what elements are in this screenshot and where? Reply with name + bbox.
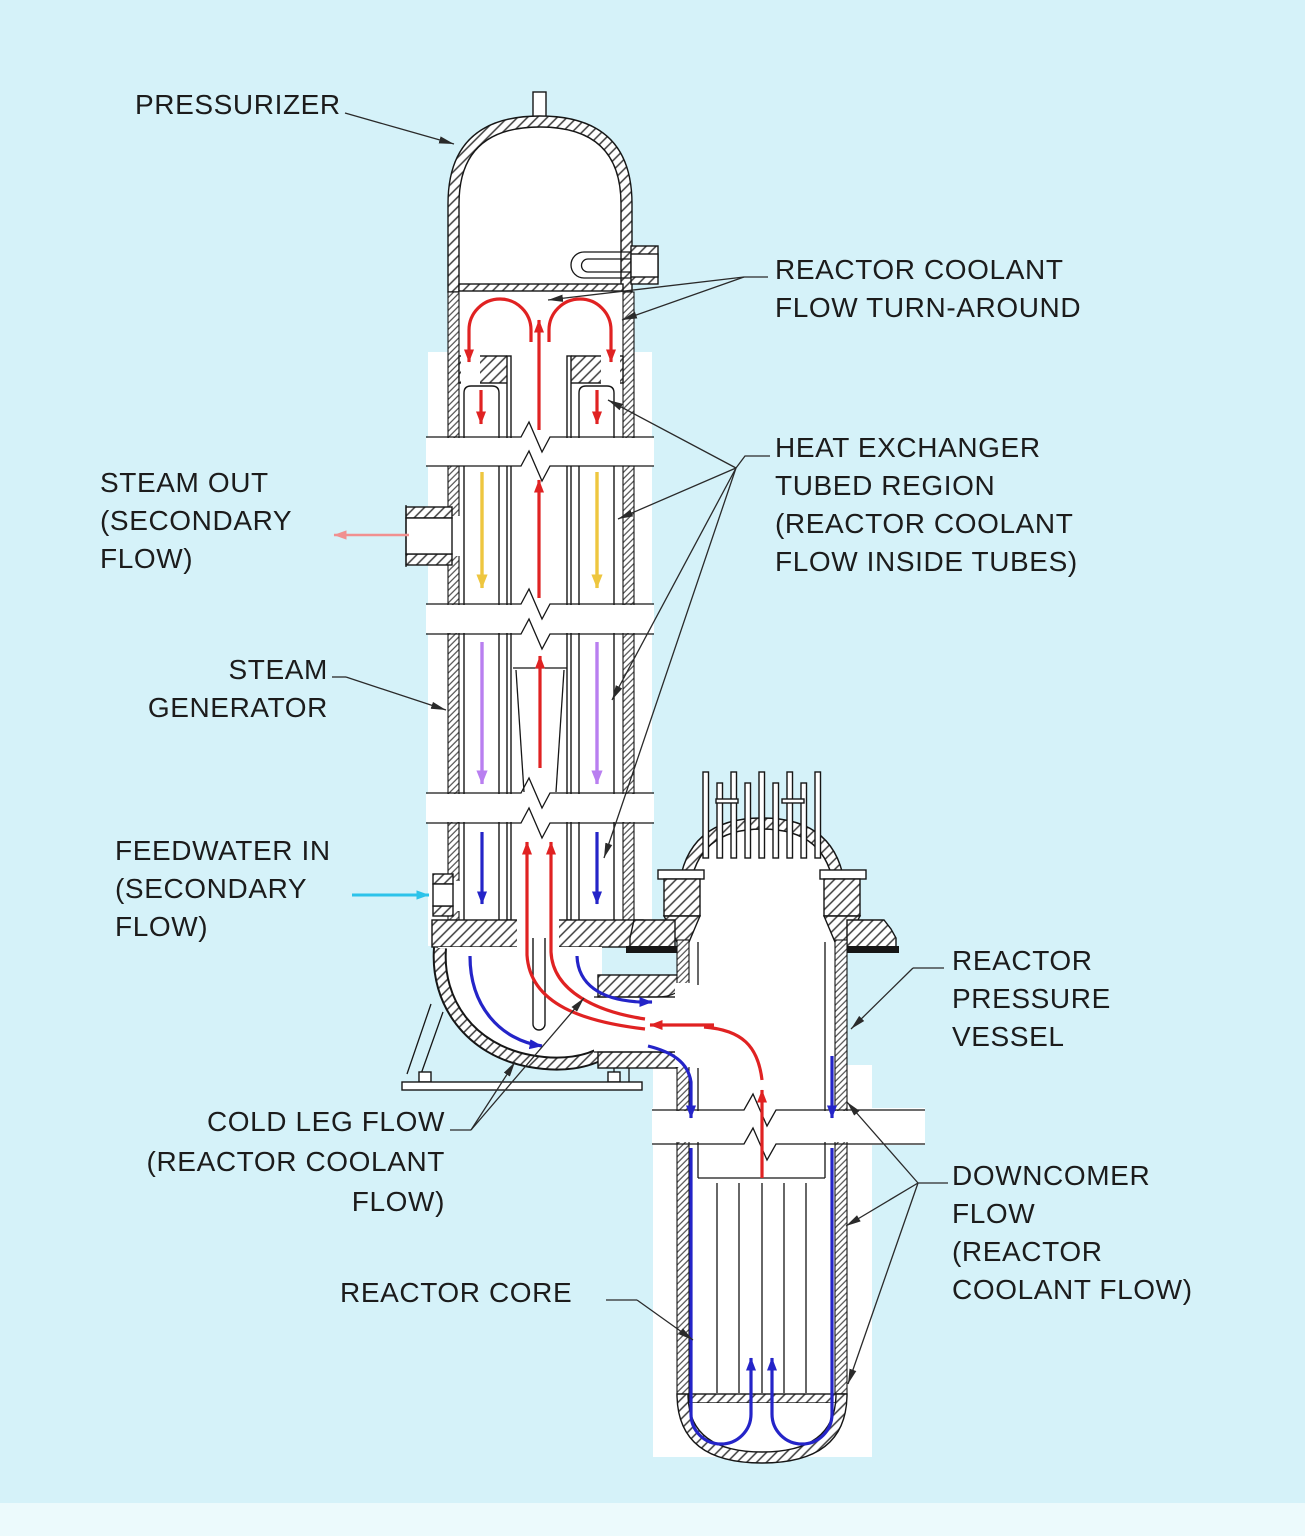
label-line: TUBED REGION <box>775 470 996 501</box>
label-line: FLOW) <box>115 911 209 942</box>
rpv-wall-right <box>834 939 848 1397</box>
leader-cold-leg-2 <box>470 997 585 1131</box>
label-line: FLOW) <box>100 543 194 574</box>
leader-rpv <box>850 967 914 1030</box>
label-feedwater-in: FEEDWATER IN (SECONDARY FLOW) <box>115 832 331 946</box>
leader-heat-exchanger-1 <box>607 399 737 469</box>
label-cold-leg: COLD LEG FLOW (REACTOR COOLANT FLOW) <box>130 1102 445 1222</box>
primary-cold-flow-arrows <box>468 955 837 1446</box>
label-line: FLOW INSIDE TUBES) <box>775 546 1078 577</box>
label-line: FEEDWATER IN <box>115 835 331 866</box>
label-line: PRESSURE <box>952 983 1111 1014</box>
secondary-flow-arrows <box>333 472 603 905</box>
sg-center-tube <box>532 938 546 1031</box>
blue-volute-curve <box>468 955 543 1050</box>
blue-lower-plenum-uturn-left <box>689 1148 756 1446</box>
label-line: COLD LEG FLOW <box>206 1106 445 1137</box>
crdm-nozzles <box>702 771 822 859</box>
leader-heat-exchanger-2 <box>617 467 737 520</box>
break-lines <box>426 420 925 1162</box>
reactor-pressure-vessel-body <box>626 771 899 1464</box>
label-line: REACTOR <box>952 945 1093 976</box>
steam-outlet-nozzle <box>405 505 460 567</box>
label-line: (SECONDARY <box>115 873 308 904</box>
rpv-support-brackets <box>626 919 899 953</box>
label-steam-out: STEAM OUT (SECONDARY FLOW) <box>100 464 292 578</box>
red-volute-riser-stream <box>522 841 646 1031</box>
blue-downcomer-entry-left <box>647 1044 696 1119</box>
label-line: COOLANT FLOW) <box>952 1274 1193 1305</box>
label-line: PRESSURIZER <box>135 89 341 120</box>
coaxial-pipe <box>594 974 690 1069</box>
pressurizer <box>447 91 659 293</box>
label-reactor-core: REACTOR CORE <box>340 1274 572 1312</box>
leader-downcomer-1 <box>846 1101 919 1184</box>
label-line: (REACTOR COOLANT <box>146 1146 445 1177</box>
core-support-plate <box>688 1393 847 1404</box>
rpv-flange <box>657 869 867 943</box>
sg-lower-head-volute <box>401 938 643 1091</box>
red-turnaround-loop-left <box>464 297 533 363</box>
label-line: STEAM <box>228 654 328 685</box>
label-line: GENERATOR <box>147 692 328 723</box>
red-turnaround-loop-right <box>547 297 616 363</box>
label-line: HEAT EXCHANGER <box>775 432 1041 463</box>
leader-turnaround-2 <box>621 276 745 321</box>
leader-turnaround-1 <box>547 276 745 302</box>
label-line: DOWNCOMER <box>952 1160 1151 1191</box>
leader-steam-generator <box>345 676 447 711</box>
label-steam-generator: STEAM GENERATOR <box>120 651 328 727</box>
pressurizer-heater <box>570 245 659 285</box>
leader-lines <box>332 112 948 1385</box>
label-line: FLOW TURN-AROUND <box>775 292 1082 323</box>
label-pressurizer: PRESSURIZER <box>135 86 341 124</box>
blue-cold-leg-pipe-arrow <box>575 955 653 1007</box>
blue-lower-plenum-uturn-right <box>767 1148 834 1446</box>
label-reactor-pressure-vessel: REACTOR PRESSURE VESSEL <box>952 942 1111 1056</box>
leader-heat-exchanger-3 <box>611 467 737 701</box>
leader-cold-leg-1 <box>470 1061 516 1131</box>
feedwater-nozzle <box>432 873 460 917</box>
primary-hot-flow-arrows <box>464 297 767 1178</box>
label-line: FLOW) <box>351 1186 445 1217</box>
label-line: FLOW <box>952 1198 1036 1229</box>
leader-pressurizer <box>344 112 455 145</box>
pressurizer-baffle-plate <box>458 283 624 292</box>
label-coolant-turnaround: REACTOR COOLANT FLOW TURN-AROUND <box>775 251 1081 327</box>
leader-downcomer-3 <box>847 1182 919 1385</box>
label-heat-exchanger: HEAT EXCHANGER TUBED REGION (REACTOR COO… <box>775 429 1078 581</box>
label-line: REACTOR COOLANT <box>775 254 1064 285</box>
red-volute-riser-stream <box>546 841 646 1021</box>
sg-base-plate <box>401 1081 643 1091</box>
pressurizer-top-nozzle <box>532 91 547 119</box>
label-line: (SECONDARY <box>100 505 293 536</box>
label-line: VESSEL <box>952 1021 1065 1052</box>
leader-reactor-core <box>636 1299 694 1341</box>
label-line: STEAM OUT <box>100 467 269 498</box>
label-line: (REACTOR COOLANT <box>775 508 1074 539</box>
label-downcomer: DOWNCOMER FLOW (REACTOR COOLANT FLOW) <box>952 1157 1193 1309</box>
label-line: REACTOR CORE <box>340 1277 573 1308</box>
label-line: (REACTOR <box>952 1236 1103 1267</box>
red-rpv-turn-curve <box>703 1025 764 1081</box>
bottom-strip <box>0 1503 1305 1536</box>
leader-heat-exchanger-4 <box>603 467 737 859</box>
leader-downcomer-2 <box>845 1182 919 1227</box>
